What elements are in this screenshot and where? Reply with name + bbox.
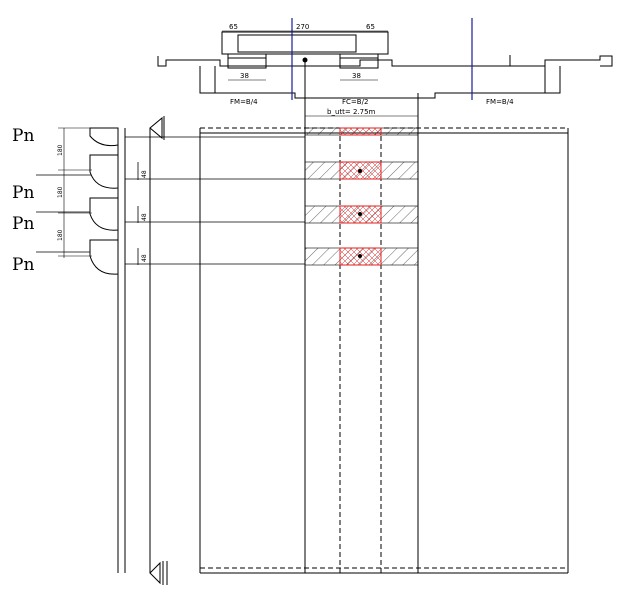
side-dim-2: 180 [57, 186, 64, 198]
bottom-slab [199, 66, 561, 99]
dim-left-bearing: 38 [240, 72, 249, 80]
center-pin [302, 57, 308, 63]
zone-center-label: FC=B/2 [342, 98, 368, 106]
stiffener-label-2: 48 [141, 213, 148, 221]
wheel-profile-4 [89, 239, 119, 275]
top-dimension-lines [222, 30, 419, 120]
zone-right-label: FM=B/4 [486, 98, 514, 106]
wheel-patch-1 [339, 127, 382, 136]
side-dimension-lines [58, 127, 92, 258]
plan-view [199, 125, 569, 574]
side-dim-1: 180 [57, 144, 64, 156]
dim-left-flange: 65 [229, 23, 238, 31]
dim-right-flange: 65 [366, 23, 375, 31]
stiffener-label-3: 48 [141, 254, 148, 262]
width-label: b_utt= 2.75m [327, 108, 376, 116]
side-dim-3: 180 [57, 229, 64, 241]
load-label-4: Pn [12, 255, 34, 275]
wheel-profile-3 [89, 197, 119, 231]
top-support [149, 116, 163, 140]
wheel-profile-2 [89, 154, 119, 189]
wheel-profile-1 [89, 127, 119, 147]
stiffener-label-1: 48 [141, 170, 148, 178]
load-strips [304, 127, 419, 266]
wheel-profiles [89, 127, 119, 275]
bridge-cross-section [157, 31, 613, 125]
load-lines [36, 136, 305, 265]
dim-center: 270 [296, 23, 309, 31]
load-label-2: Pn [12, 183, 34, 203]
load-label-1: Pn [12, 126, 34, 146]
deck-outline [157, 55, 613, 67]
bottom-support [149, 561, 161, 585]
support-beam [117, 116, 168, 585]
right-bearing-block [339, 53, 379, 69]
wheel-patches [339, 127, 382, 266]
load-label-3: Pn [12, 214, 34, 234]
zone-left-label: FM=B/4 [230, 98, 258, 106]
dim-right-bearing: 38 [352, 72, 361, 80]
left-bearing-block [227, 53, 267, 69]
